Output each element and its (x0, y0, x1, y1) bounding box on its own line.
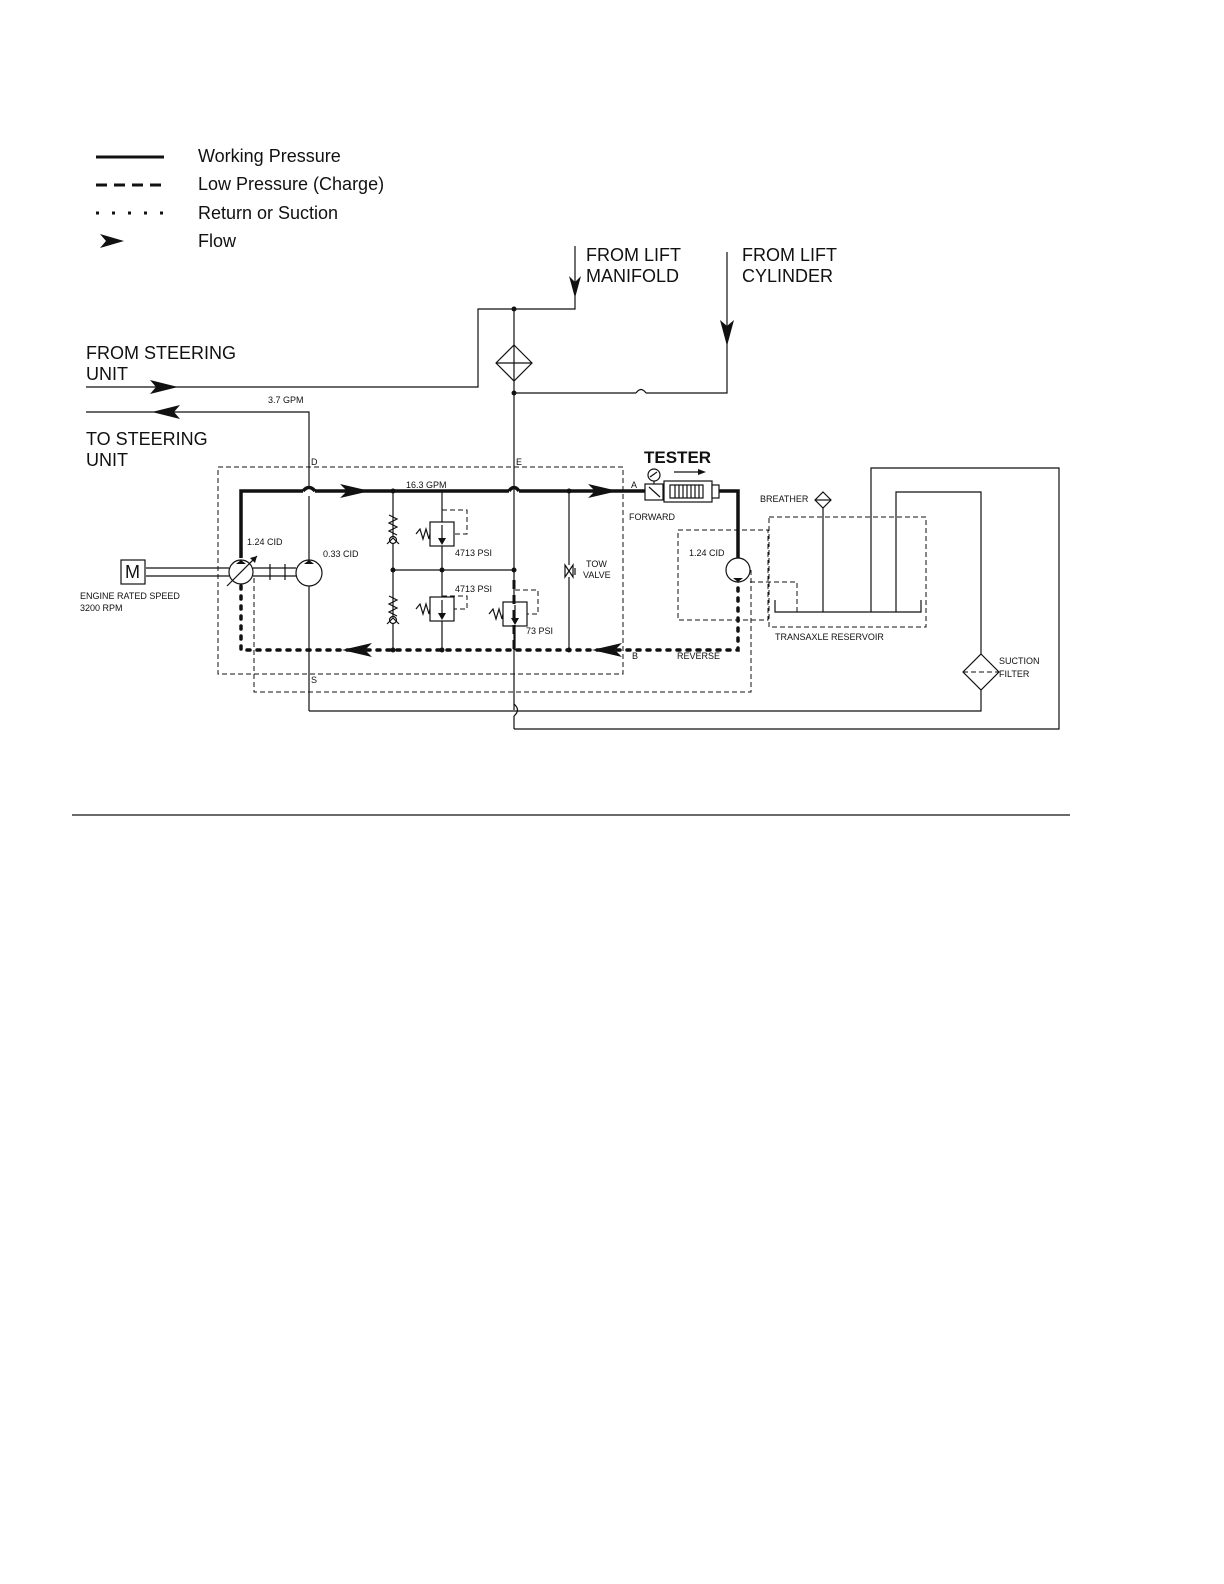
tow-valve: TOW VALVE (564, 491, 611, 653)
breather-icon (814, 491, 832, 509)
legend: Working Pressure Low Pressure (Charge) R… (96, 146, 384, 251)
legend-flow-arrow-icon (100, 234, 124, 248)
tow-valve-icon (564, 563, 574, 579)
tester: TESTER FORWARD (629, 448, 740, 562)
from-steering-label-1: FROM STEERING (86, 343, 236, 363)
port-d-label: D (311, 457, 318, 467)
suction-filter-label-2: FILTER (999, 669, 1030, 679)
pump-case-boundary (217, 466, 624, 675)
engine-speed-label-2: 3200 RPM (80, 603, 123, 613)
charge-pump-icon (295, 559, 323, 587)
from-lift-cylinder-label-2: CYLINDER (742, 266, 833, 286)
motor-label: 1.24 CID (689, 548, 725, 558)
legend-low-pressure-label: Low Pressure (Charge) (198, 174, 384, 194)
suction-filter-icon (962, 653, 1000, 691)
to-steering-label-1: TO STEERING (86, 429, 208, 449)
steering-flow-label: 3.7 GPM (268, 395, 304, 405)
check-valve-2-icon (386, 595, 400, 625)
oil-cooler-icon (495, 344, 533, 382)
charge-relief-label: 73 PSI (526, 626, 553, 636)
reservoir-lines: SUCTION FILTER (309, 467, 1060, 730)
reservoir-label: TRANSAXLE RESERVOIR (775, 632, 884, 642)
reverse-flow-arrow-2-icon (592, 643, 622, 657)
reverse-flow-arrow-icon (342, 643, 372, 657)
charge-relief-valve: 73 PSI (488, 589, 553, 650)
steering-lines: 3.7 GPM (86, 380, 310, 711)
to-steering-label-2: UNIT (86, 450, 128, 470)
from-steering-label-2: UNIT (86, 364, 128, 384)
relief-valve-1-icon (415, 509, 468, 547)
legend-working-label: Working Pressure (198, 146, 341, 166)
reservoir-boundary (768, 516, 927, 628)
lift-circuit (176, 246, 734, 729)
motor-case-boundary (677, 529, 769, 621)
engine-speed-label-1: ENGINE RATED SPEED (80, 591, 180, 601)
engine-symbol-letter: M (125, 562, 140, 582)
forward-label: FORWARD (629, 512, 675, 522)
reverse-label: REVERSE (677, 651, 720, 661)
relief-2-label: 4713 PSI (455, 584, 492, 594)
relief-valve-ladder: 4713 PSI 4713 PSI (386, 491, 514, 653)
port-s-label: S (311, 675, 317, 685)
tester-label: TESTER (644, 448, 711, 467)
relief-valve-2-icon (415, 595, 468, 622)
pump-main-label: 1.24 CID (247, 537, 283, 547)
forward-flow-arrow-2-icon (588, 484, 618, 498)
port-b-label: B (632, 651, 638, 661)
hydraulic-motor-icon (725, 557, 751, 583)
relief-1-label: 4713 PSI (455, 548, 492, 558)
lift-cylinder-arrow-icon (720, 320, 734, 346)
pressure-gauge-icon (647, 468, 661, 482)
from-lift-manifold-label-2: MANIFOLD (586, 266, 679, 286)
from-steering-flow-arrow-icon (150, 380, 178, 394)
check-valve-1-icon (386, 514, 400, 545)
lift-manifold-arrow-icon (569, 276, 581, 298)
to-steering-flow-arrow-icon (152, 405, 180, 419)
suction-filter-label-1: SUCTION (999, 656, 1040, 666)
legend-return-label: Return or Suction (198, 203, 338, 223)
forward-flow-arrow-icon (340, 484, 370, 498)
breather-label: BREATHER (760, 494, 809, 504)
engine-symbol-icon: M (120, 559, 146, 585)
pump-charge-label: 0.33 CID (323, 549, 359, 559)
tow-valve-label-2: VALVE (583, 570, 611, 580)
transaxle-reservoir: TRANSAXLE RESERVOIR BREATHER (760, 491, 927, 642)
port-a-label: A (631, 480, 637, 490)
tow-valve-label-1: TOW (586, 559, 607, 569)
variable-pump-icon (226, 555, 258, 587)
reverse-return-line: B REVERSE (239, 576, 740, 661)
main-flow-label: 16.3 GPM (406, 480, 447, 490)
legend-flow-label: Flow (198, 231, 237, 251)
working-pressure-line: 16.3 GPM A (239, 480, 646, 558)
pump-group: 1.24 CID 0.33 CID M ENGINE RATED SPEED 3… (80, 537, 752, 693)
from-lift-manifold-label-1: FROM LIFT (586, 245, 681, 265)
port-e-label: E (516, 457, 522, 467)
from-lift-cylinder-label-1: FROM LIFT (742, 245, 837, 265)
